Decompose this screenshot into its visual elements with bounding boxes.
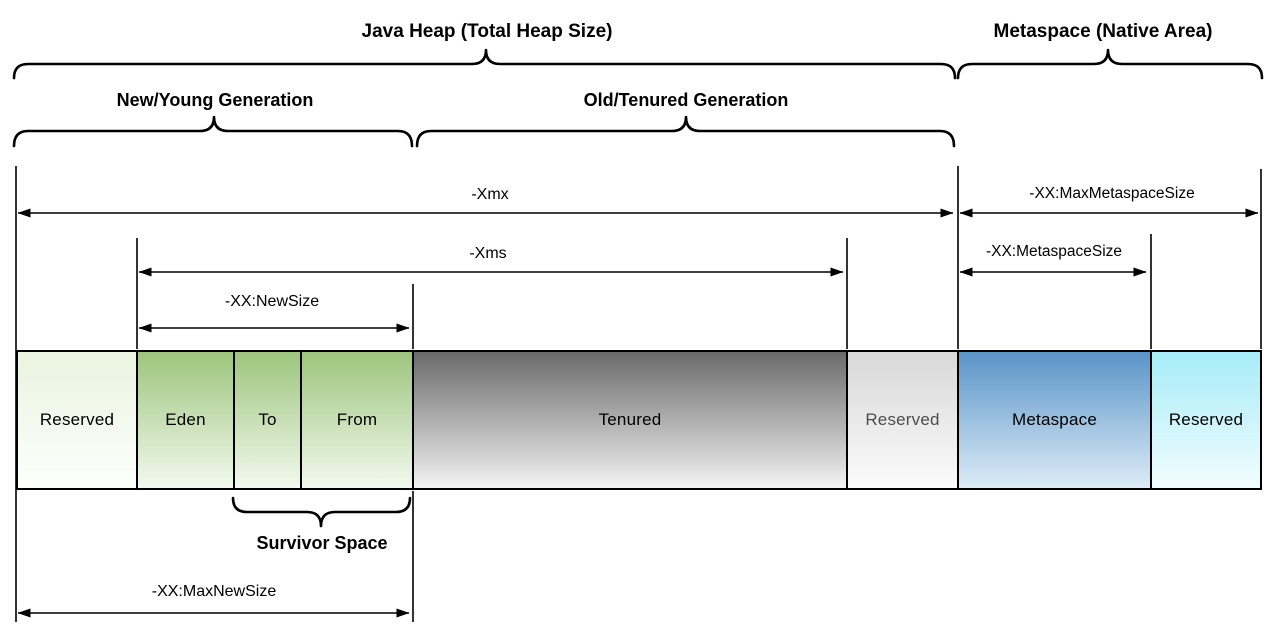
segment-reserved-native: Reserved <box>1152 352 1260 488</box>
segment-metaspace: Metaspace <box>959 352 1152 488</box>
brace-new-young-generation <box>12 115 414 148</box>
flag-max-new-size: -XX:MaxNewSize <box>151 583 277 600</box>
label-new-young-generation: New/Young Generation <box>116 90 314 110</box>
segment-label: Reserved <box>1168 410 1244 429</box>
segment-label: Reserved <box>865 410 940 429</box>
flag-new-size: -XX:NewSize <box>224 293 320 310</box>
brace-java-heap <box>12 48 957 80</box>
memory-bar: Reserved Eden To From Tenured Reserved M… <box>16 350 1262 490</box>
label-old-tenured-generation: Old/Tenured Generation <box>583 90 789 110</box>
segment-to: To <box>235 352 302 488</box>
segment-label: From <box>336 410 378 429</box>
title-java-heap: Java Heap (Total Heap Size) <box>361 21 613 42</box>
flag-metaspace-size: -XX:MetaspaceSize <box>985 243 1123 260</box>
title-metaspace: Metaspace (Native Area) <box>993 21 1213 42</box>
label-survivor-space: Survivor Space <box>256 533 388 553</box>
segment-label: Tenured <box>598 410 662 429</box>
brace-old-tenured-generation <box>415 115 956 148</box>
brace-survivor-space <box>231 496 412 528</box>
flag-xmx: -Xmx <box>471 186 509 203</box>
segment-tenured: Tenured <box>414 352 848 488</box>
flag-xms: -Xms <box>469 245 507 262</box>
segment-reserved-heap-right: Reserved <box>848 352 959 488</box>
segment-label: Metaspace <box>1012 410 1097 429</box>
segment-eden: Eden <box>138 352 235 488</box>
segment-label: Reserved <box>39 410 115 429</box>
brace-metaspace <box>956 48 1264 80</box>
segment-reserved-heap-left: Reserved <box>18 352 138 488</box>
segment-from: From <box>302 352 414 488</box>
flag-max-metaspace-size: -XX:MaxMetaspaceSize <box>1029 185 1195 202</box>
segment-label: To <box>258 410 277 429</box>
segment-label: Eden <box>165 410 206 429</box>
